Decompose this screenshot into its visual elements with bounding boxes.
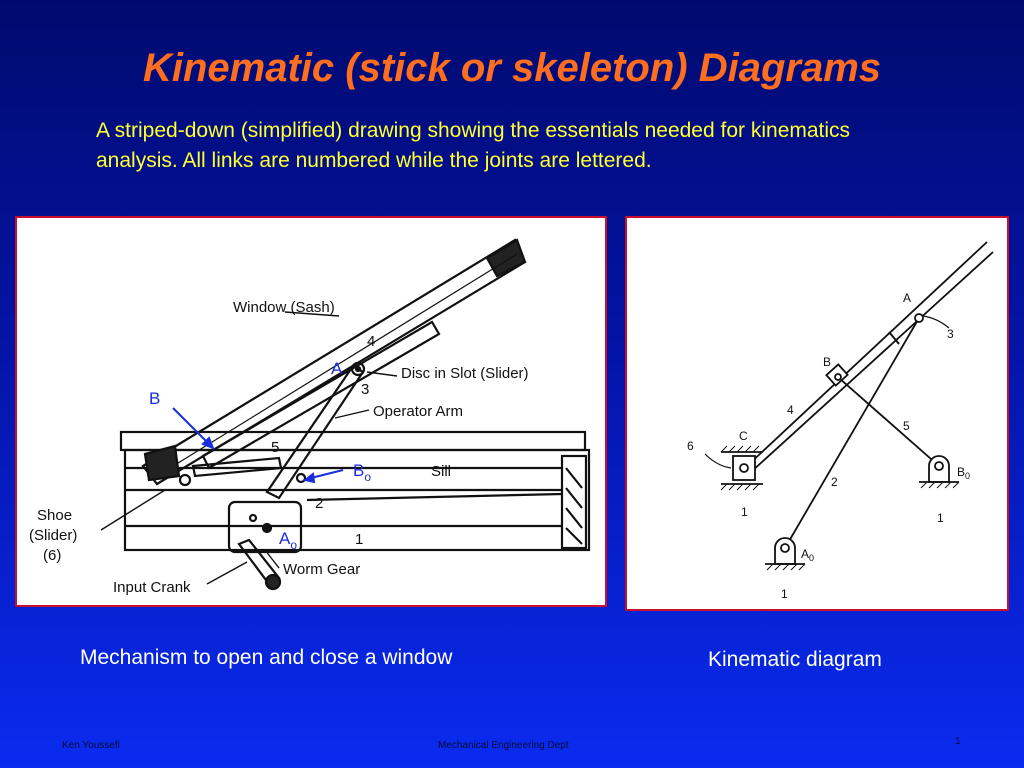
kin-link-2: 2 bbox=[831, 475, 838, 489]
kin-link-5: 5 bbox=[903, 419, 910, 433]
mechanism-drawing-panel: Window (Sash) Disc in Slot (Slider) Oper… bbox=[15, 216, 607, 607]
link-number-1: 1 bbox=[355, 531, 363, 548]
kin-joint-ao: A0 bbox=[801, 547, 814, 563]
kin-link-4: 4 bbox=[787, 403, 794, 417]
kin-joint-a: A bbox=[903, 291, 911, 305]
slide-description: A striped-down (simplified) drawing show… bbox=[96, 119, 851, 172]
kin-ground-bo: 1 bbox=[937, 511, 944, 525]
label-window-sash: Window (Sash) bbox=[233, 299, 335, 316]
kinematic-diagram: A B C B0 A0 3 4 5 6 2 1 1 1 bbox=[687, 241, 994, 601]
link-number-3: 3 bbox=[361, 381, 369, 398]
sill-body bbox=[123, 448, 591, 552]
sill-top-plate bbox=[119, 430, 587, 452]
kin-joint-b: B bbox=[823, 355, 831, 369]
kin-joint-c: C bbox=[739, 429, 748, 443]
label-operator-arm: Operator Arm bbox=[373, 403, 463, 420]
joint-label-ao: Ao bbox=[279, 529, 297, 552]
kin-link-3: 3 bbox=[947, 327, 954, 341]
kinematic-link-5 bbox=[838, 377, 940, 467]
disc-in-slot bbox=[350, 361, 366, 377]
link-number-2: 2 bbox=[315, 495, 323, 512]
annotation-arrow-b bbox=[172, 407, 210, 445]
slide-title: Kinematic (stick or skeleton) Diagrams bbox=[142, 46, 882, 90]
caption-kinematic: Kinematic diagram bbox=[708, 648, 882, 671]
label-input-crank: Input Crank bbox=[113, 579, 191, 596]
footer-author: Ken Youssefi bbox=[62, 740, 120, 751]
label-shoe: Shoe bbox=[37, 507, 72, 524]
label-sill: Sill bbox=[431, 463, 451, 480]
link-number-4: 4 bbox=[367, 333, 375, 350]
link-5 bbox=[191, 456, 283, 478]
label-disc-in-slot: Disc in Slot (Slider) bbox=[401, 365, 529, 382]
caption-mechanism: Mechanism to open and close a window bbox=[80, 646, 453, 669]
kinematic-link-4 bbox=[746, 241, 988, 467]
link-number-5: 5 bbox=[271, 439, 279, 456]
kin-ground-ao: 1 bbox=[781, 587, 788, 601]
kinematic-link-2 bbox=[784, 317, 920, 549]
annotation-arrow-bo bbox=[310, 469, 344, 479]
sash-end-cap bbox=[485, 238, 527, 278]
shoe-pin bbox=[178, 473, 192, 487]
label-worm-gear: Worm Gear bbox=[283, 561, 360, 578]
shoe-slider bbox=[143, 444, 181, 482]
kin-link-6: 6 bbox=[687, 439, 694, 453]
page-number: 1 bbox=[955, 736, 961, 747]
sill-end-block bbox=[560, 454, 588, 550]
footer-department: Mechanical Engineering Dept bbox=[438, 740, 569, 751]
label-shoe-slider: (Slider) bbox=[29, 527, 77, 544]
joint-label-b: B bbox=[149, 389, 160, 408]
kin-ground-c: 1 bbox=[741, 505, 748, 519]
mechanism-drawing: Window (Sash) Disc in Slot (Slider) Oper… bbox=[29, 238, 591, 596]
label-shoe-number: (6) bbox=[43, 547, 61, 564]
kin-joint-bo: B0 bbox=[957, 465, 970, 481]
kinematic-pin-a bbox=[914, 313, 924, 323]
worm-gear-box bbox=[227, 500, 303, 554]
kinematic-diagram-panel: A B C B0 A0 3 4 5 6 2 1 1 1 bbox=[625, 216, 1009, 611]
sash-rail-4 bbox=[201, 320, 441, 470]
pivot-bo bbox=[295, 472, 307, 484]
joint-label-bo: Bo bbox=[353, 461, 371, 484]
joint-label-a: A bbox=[331, 359, 343, 378]
